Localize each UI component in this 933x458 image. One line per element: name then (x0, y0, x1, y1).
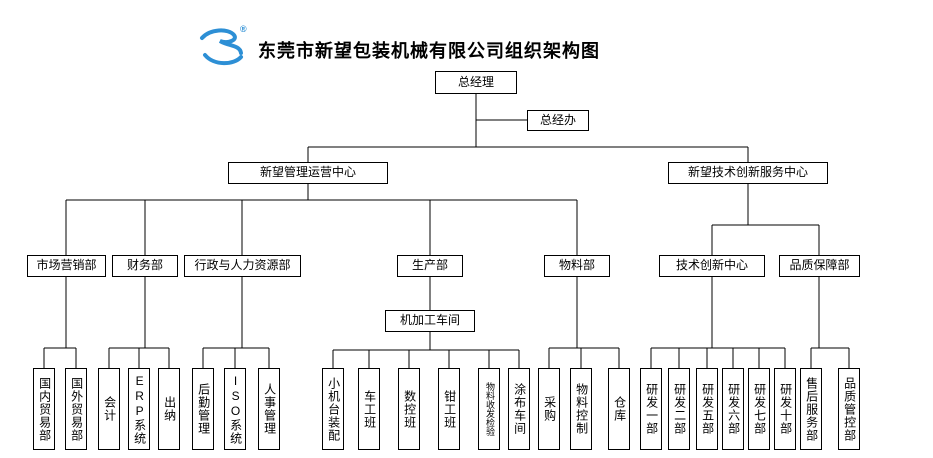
org-node-material-inspection: 物料收发检验 (478, 368, 500, 450)
org-node-production-dept: 生产部 (397, 255, 463, 277)
org-node-tech-innovation-center: 技术创新中心 (659, 255, 765, 277)
org-node-cashier: 出纳 (158, 368, 180, 450)
org-node-general-manager: 总经理 (435, 71, 517, 94)
org-node-fitter-team: 钳工班 (438, 368, 460, 450)
org-node-material-control: 物料控制 (570, 368, 592, 450)
org-node-coating-workshop: 涂布车间 (508, 368, 530, 450)
org-node-foreign-trade: 国外贸易部 (65, 368, 87, 450)
org-node-rd-dept-10: 研发十部 (774, 368, 796, 450)
org-node-logistics-management: 后勤管理 (192, 368, 214, 450)
org-node-small-machine-assembly: 小机台装配 (322, 368, 344, 450)
org-node-domestic-trade: 国内贸易部 (33, 368, 55, 450)
org-node-after-sales-service: 售后服务部 (800, 368, 822, 450)
org-node-rd-dept-1: 研发一部 (640, 368, 662, 450)
company-logo (200, 28, 243, 66)
org-node-rd-dept-2: 研发二部 (668, 368, 690, 450)
org-node-erp-system: ERP系统 (128, 368, 150, 450)
org-node-quality-control: 品质管控部 (838, 368, 860, 450)
org-node-purchasing: 采购 (538, 368, 560, 450)
org-node-materials-dept: 物料部 (544, 255, 610, 277)
org-node-lathe-team: 车工班 (358, 368, 380, 450)
org-node-marketing-dept: 市场营销部 (27, 255, 106, 277)
org-node-finance-dept: 财务部 (112, 255, 178, 277)
org-node-admin-hr-dept: 行政与人力资源部 (184, 255, 301, 277)
registered-trademark-mark: ® (240, 24, 247, 34)
org-node-quality-assurance-dept: 品质保障部 (779, 255, 860, 277)
org-node-accounting: 会计 (98, 368, 120, 450)
org-node-management-operations-center: 新望管理运营中心 (228, 162, 388, 184)
org-node-tech-innovation-service-center: 新望技术创新服务中心 (668, 162, 828, 184)
org-node-warehouse: 仓库 (608, 368, 630, 450)
org-node-iso-system: ISO系统 (224, 368, 246, 450)
org-node-cnc-team: 数控班 (398, 368, 420, 450)
org-node-rd-dept-7: 研发七部 (748, 368, 770, 450)
org-node-machining-workshop: 机加工车间 (385, 310, 475, 332)
page-title: 东莞市新望包装机械有限公司组织架构图 (258, 41, 600, 61)
org-node-personnel-management: 人事管理 (258, 368, 280, 450)
org-node-gm-office: 总经办 (527, 110, 589, 131)
org-node-rd-dept-6: 研发六部 (722, 368, 744, 450)
org-node-rd-dept-5: 研发五部 (696, 368, 718, 450)
